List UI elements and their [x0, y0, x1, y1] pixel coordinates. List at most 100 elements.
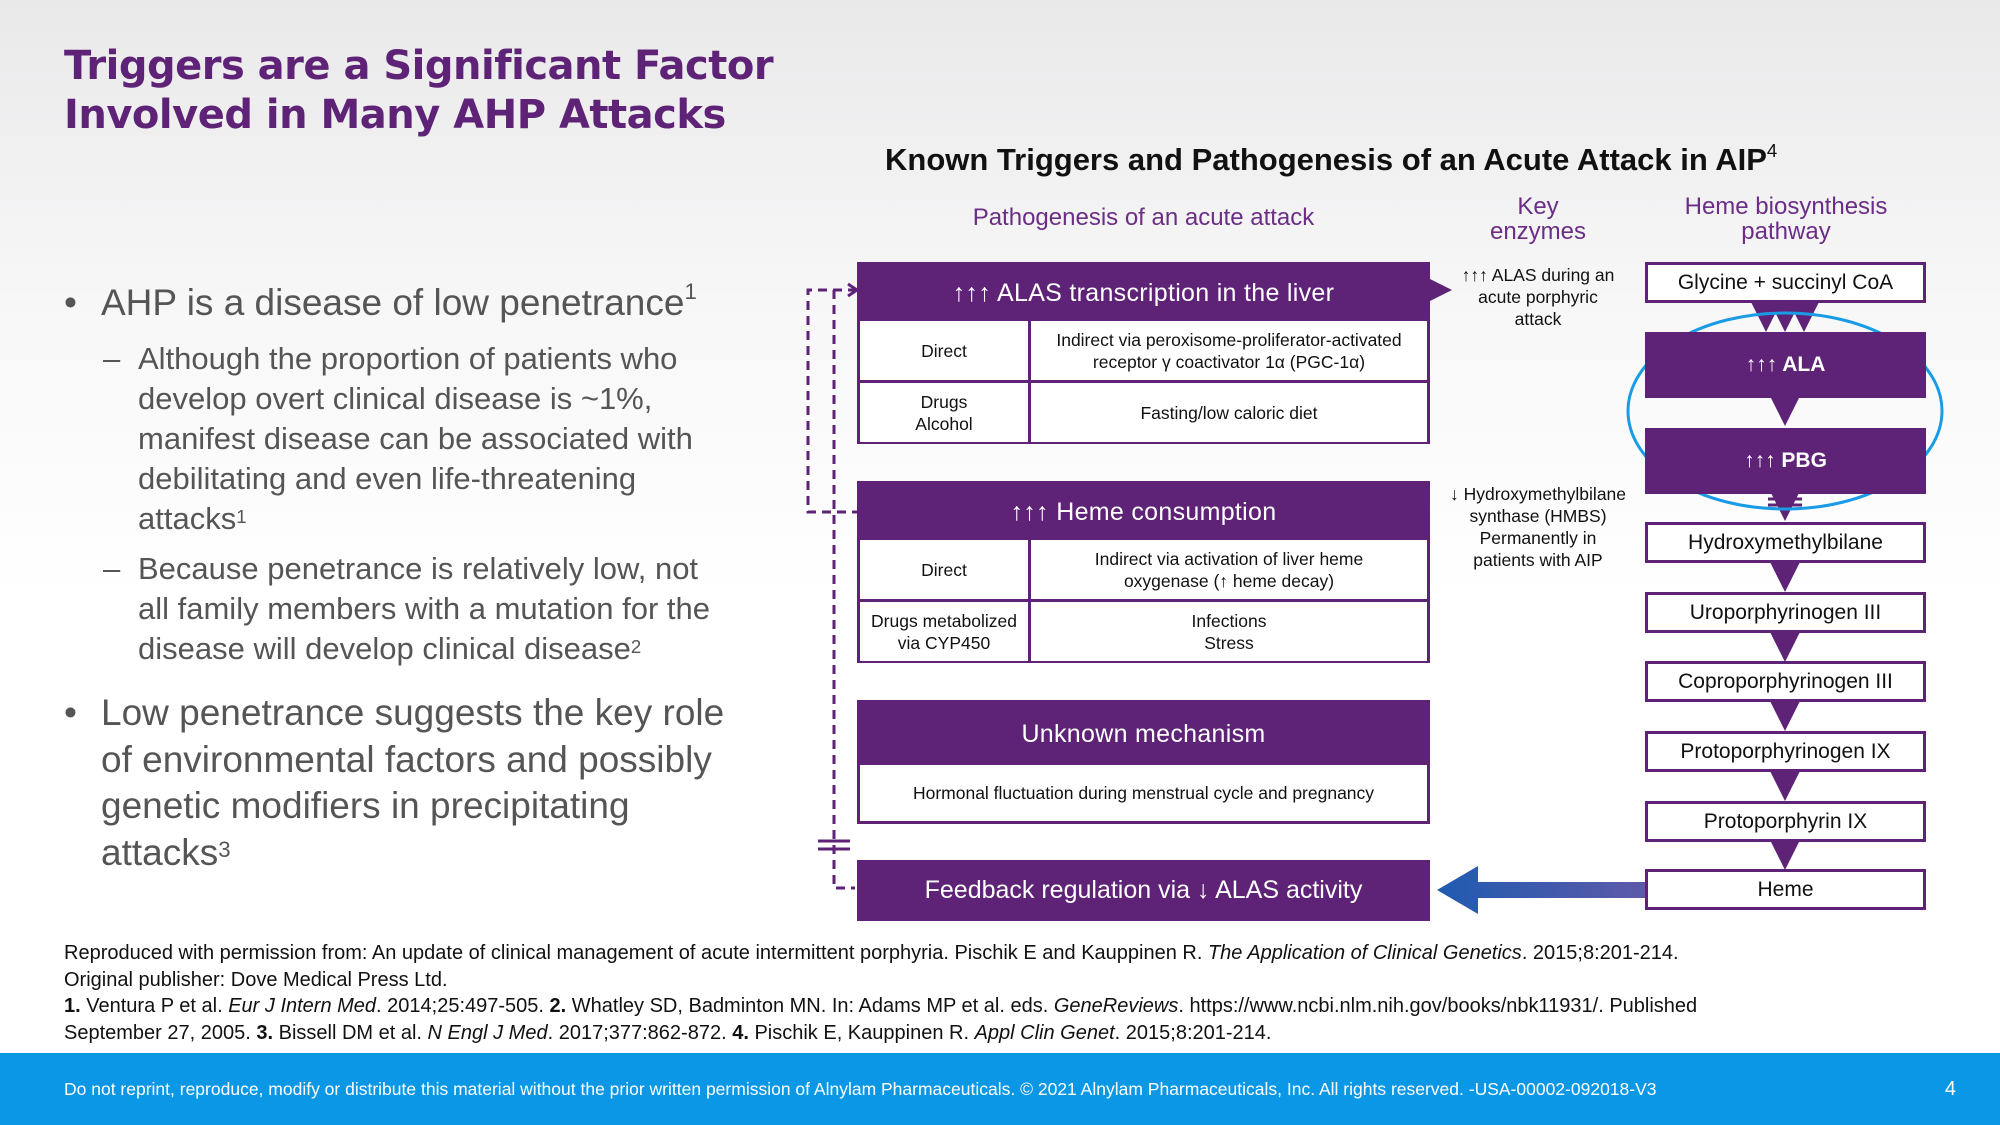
footnote-text: . 2015;8:201-214.	[1521, 942, 1679, 964]
bullet-line: of environmental factors and possibly	[101, 738, 712, 780]
footnote-text: . 2015;8:201-214.	[1114, 1021, 1272, 1044]
feedback-regulation-box: Feedback regulation via ↓ ALAS activity	[857, 860, 1430, 921]
footnotes: Reproduced with permission from: An upda…	[64, 940, 1964, 1046]
sub-bullet-line: Although the proportion of patients who	[138, 341, 678, 376]
pathway-heme: Heme	[1645, 869, 1926, 910]
sub-bullet-line: manifest disease can be associated with	[138, 421, 693, 456]
bullet-low-penetrance: • AHP is a disease of low penetrance1	[64, 278, 784, 325]
cell-line: via CYP450	[897, 632, 991, 653]
sub-bullet-line: Because penetrance is relatively low, no…	[138, 551, 699, 586]
reference-sup: 1	[236, 506, 247, 528]
pathway-uroporphyrinogen: Uroporphyrinogen III	[1645, 592, 1926, 633]
bullet-text: AHP is a disease of low penetrance	[101, 282, 685, 323]
reference-sup: 3	[218, 837, 231, 863]
pathway-coproporphyrinogen: Coproporphyrinogen III	[1645, 661, 1926, 702]
footnote-italic: The Application of Clinical Genetics	[1207, 942, 1522, 964]
heme-drugs-cell: Drugs metabolized via CYP450	[860, 602, 1028, 661]
alas-panel-heading: ↑↑↑ ALAS transcription in the liver	[952, 279, 1335, 307]
note-line: ↓ Hydroxymethylbilane	[1449, 484, 1627, 504]
note-line: synthase (HMBS)	[1469, 506, 1607, 526]
sub-bullet-line: develop overt clinical disease is ~1%,	[138, 381, 653, 416]
pathway-ala: ↑↑↑ ALA	[1645, 332, 1926, 398]
enzyme-note-hmbs: ↓ Hydroxymethylbilane synthase (HMBS) Pe…	[1434, 483, 1642, 571]
sub-bullet-line: all family members with a mutation for t…	[138, 591, 710, 626]
sub-bullet-line: debilitating and even life-threatening	[138, 461, 637, 496]
note-line: patients with AIP	[1473, 550, 1603, 570]
footnote-number: 3.	[256, 1021, 274, 1044]
footnote-text: Bissell DM et al.	[273, 1021, 428, 1044]
glycine-triple-arrows	[1751, 302, 1819, 332]
bullet-environmental-factors: • Low penetrance suggests the key role o…	[64, 690, 784, 876]
pathway-protoporphyrinogen: Protoporphyrinogen IX	[1645, 731, 1926, 772]
feedback-arrow	[1437, 866, 1645, 914]
note-line: Permanently in	[1479, 528, 1597, 548]
note-line: attack	[1514, 309, 1562, 329]
column-heading-line: Key	[1517, 193, 1559, 220]
pathway-protoporphyrin: Protoporphyrin IX	[1645, 801, 1926, 842]
footnote-text: Pischik E, Kauppinen R.	[748, 1021, 975, 1044]
note-line: acute porphyric	[1478, 287, 1598, 307]
unknown-mechanism-panel: Unknown mechanism Hormonal fluctuation d…	[857, 700, 1430, 824]
sub-bullet-line: disease will develop clinical disease	[138, 631, 631, 666]
sub-bullet-proportion: – Although the proportion of patients wh…	[103, 339, 783, 539]
footnote-text: Ventura P et al.	[80, 995, 229, 1017]
heme-consumption-panel: ↑↑↑ Heme consumption Direct Indirect via…	[857, 481, 1430, 663]
cell-line: oxygenase (↑ heme decay)	[1123, 570, 1335, 591]
bullet-line: Low penetrance suggests the key role	[101, 692, 725, 733]
diagram-connectors	[806, 275, 1944, 914]
pathway-glycine: Glycine + succinyl CoA	[1645, 262, 1926, 303]
footnote-text: September 27, 2005.	[64, 1021, 257, 1044]
inhibition-bar	[818, 839, 850, 851]
sub-bullet-dash: –	[103, 341, 121, 376]
footnote-italic: Eur J Intern Med	[228, 995, 377, 1017]
sub-bullet-dash: –	[103, 551, 121, 586]
footnote-number: 1.	[64, 995, 81, 1017]
page-number: 4	[1944, 1078, 1956, 1100]
reference-sup: 4	[1766, 140, 1778, 162]
footnote-line: 1. Ventura P et al. Eur J Intern Med. 20…	[64, 993, 1964, 1020]
column-heading-enzymes: Key enzymes	[1440, 194, 1636, 244]
footnote-link[interactable]: . https://www.ncbi.nlm.nih.gov/books/nbk…	[1178, 995, 1698, 1017]
footnote-italic: N Engl J Med	[427, 1021, 548, 1044]
cell-line: Indirect via activation of liver heme	[1094, 548, 1364, 569]
cell-line: Drugs	[920, 391, 968, 412]
dashed-feedback-lines	[806, 288, 857, 890]
slide-title: Triggers are a Significant Factor Involv…	[64, 42, 824, 140]
alas-direct-cell: Direct	[860, 321, 1028, 380]
footnote-number: 2.	[549, 995, 567, 1017]
pathway-pbg: ↑↑↑ PBG	[1645, 428, 1926, 494]
column-heading-line: pathway	[1741, 218, 1831, 245]
heme-consumption-heading: ↑↑↑ Heme consumption	[1010, 498, 1277, 526]
footnote-text: Reproduced with permission from: An upda…	[64, 942, 1208, 964]
slide-title-line-2: Involved in Many AHP Attacks	[64, 92, 726, 138]
column-heading-line: Heme biosynthesis	[1684, 193, 1888, 220]
footnote-line: Reproduced with permission from: An upda…	[64, 940, 1964, 967]
sub-bullet-line: attacks	[138, 501, 237, 536]
cell-line: Stress	[1204, 632, 1254, 653]
bullet-line: genetic modifiers in precipitating	[101, 785, 630, 826]
footnote-text: Whatley SD, Badminton MN. In: Adams MP e…	[566, 995, 1054, 1017]
alas-panel: ↑↑↑ ALAS transcription in the liver Dire…	[857, 262, 1430, 444]
bullet-line: attacks	[101, 831, 219, 873]
footnote-text: . 2014;25:497-505.	[376, 995, 550, 1017]
column-heading-line: enzymes	[1489, 218, 1587, 245]
pathway-hydroxymethylbilane: Hydroxymethylbilane	[1645, 522, 1926, 563]
footnote-text: . 2017;377:862-872.	[547, 1021, 733, 1044]
heme-direct-cell: Direct	[860, 540, 1028, 599]
heme-infections-cell: Infections Stress	[1031, 602, 1427, 661]
cell-line: Infections	[1191, 610, 1267, 631]
hmbs-block-bar	[1768, 497, 1802, 507]
alas-drugs-cell: Drugs Alcohol	[860, 383, 1028, 442]
footer-disclaimer: Do not reprint, reproduce, modify or dis…	[64, 1079, 1657, 1099]
alas-indirect-cell: Indirect via peroxisome-proliferator-act…	[1031, 321, 1427, 380]
reference-sup: 1	[684, 278, 697, 304]
footer-bar: Do not reprint, reproduce, modify or dis…	[0, 1053, 2000, 1125]
cell-line: Alcohol	[915, 413, 973, 434]
highlight-circle	[1626, 311, 1944, 511]
cell-line: Indirect via peroxisome-proliferator-act…	[1056, 329, 1402, 350]
slide-title-line-1: Triggers are a Significant Factor	[64, 43, 774, 89]
footnote-italic: GeneReviews	[1053, 995, 1179, 1017]
diagram-title: Known Triggers and Pathogenesis of an Ac…	[885, 140, 1885, 178]
bullet-dot: •	[64, 282, 77, 323]
unknown-mechanism-heading: Unknown mechanism	[1021, 720, 1266, 748]
